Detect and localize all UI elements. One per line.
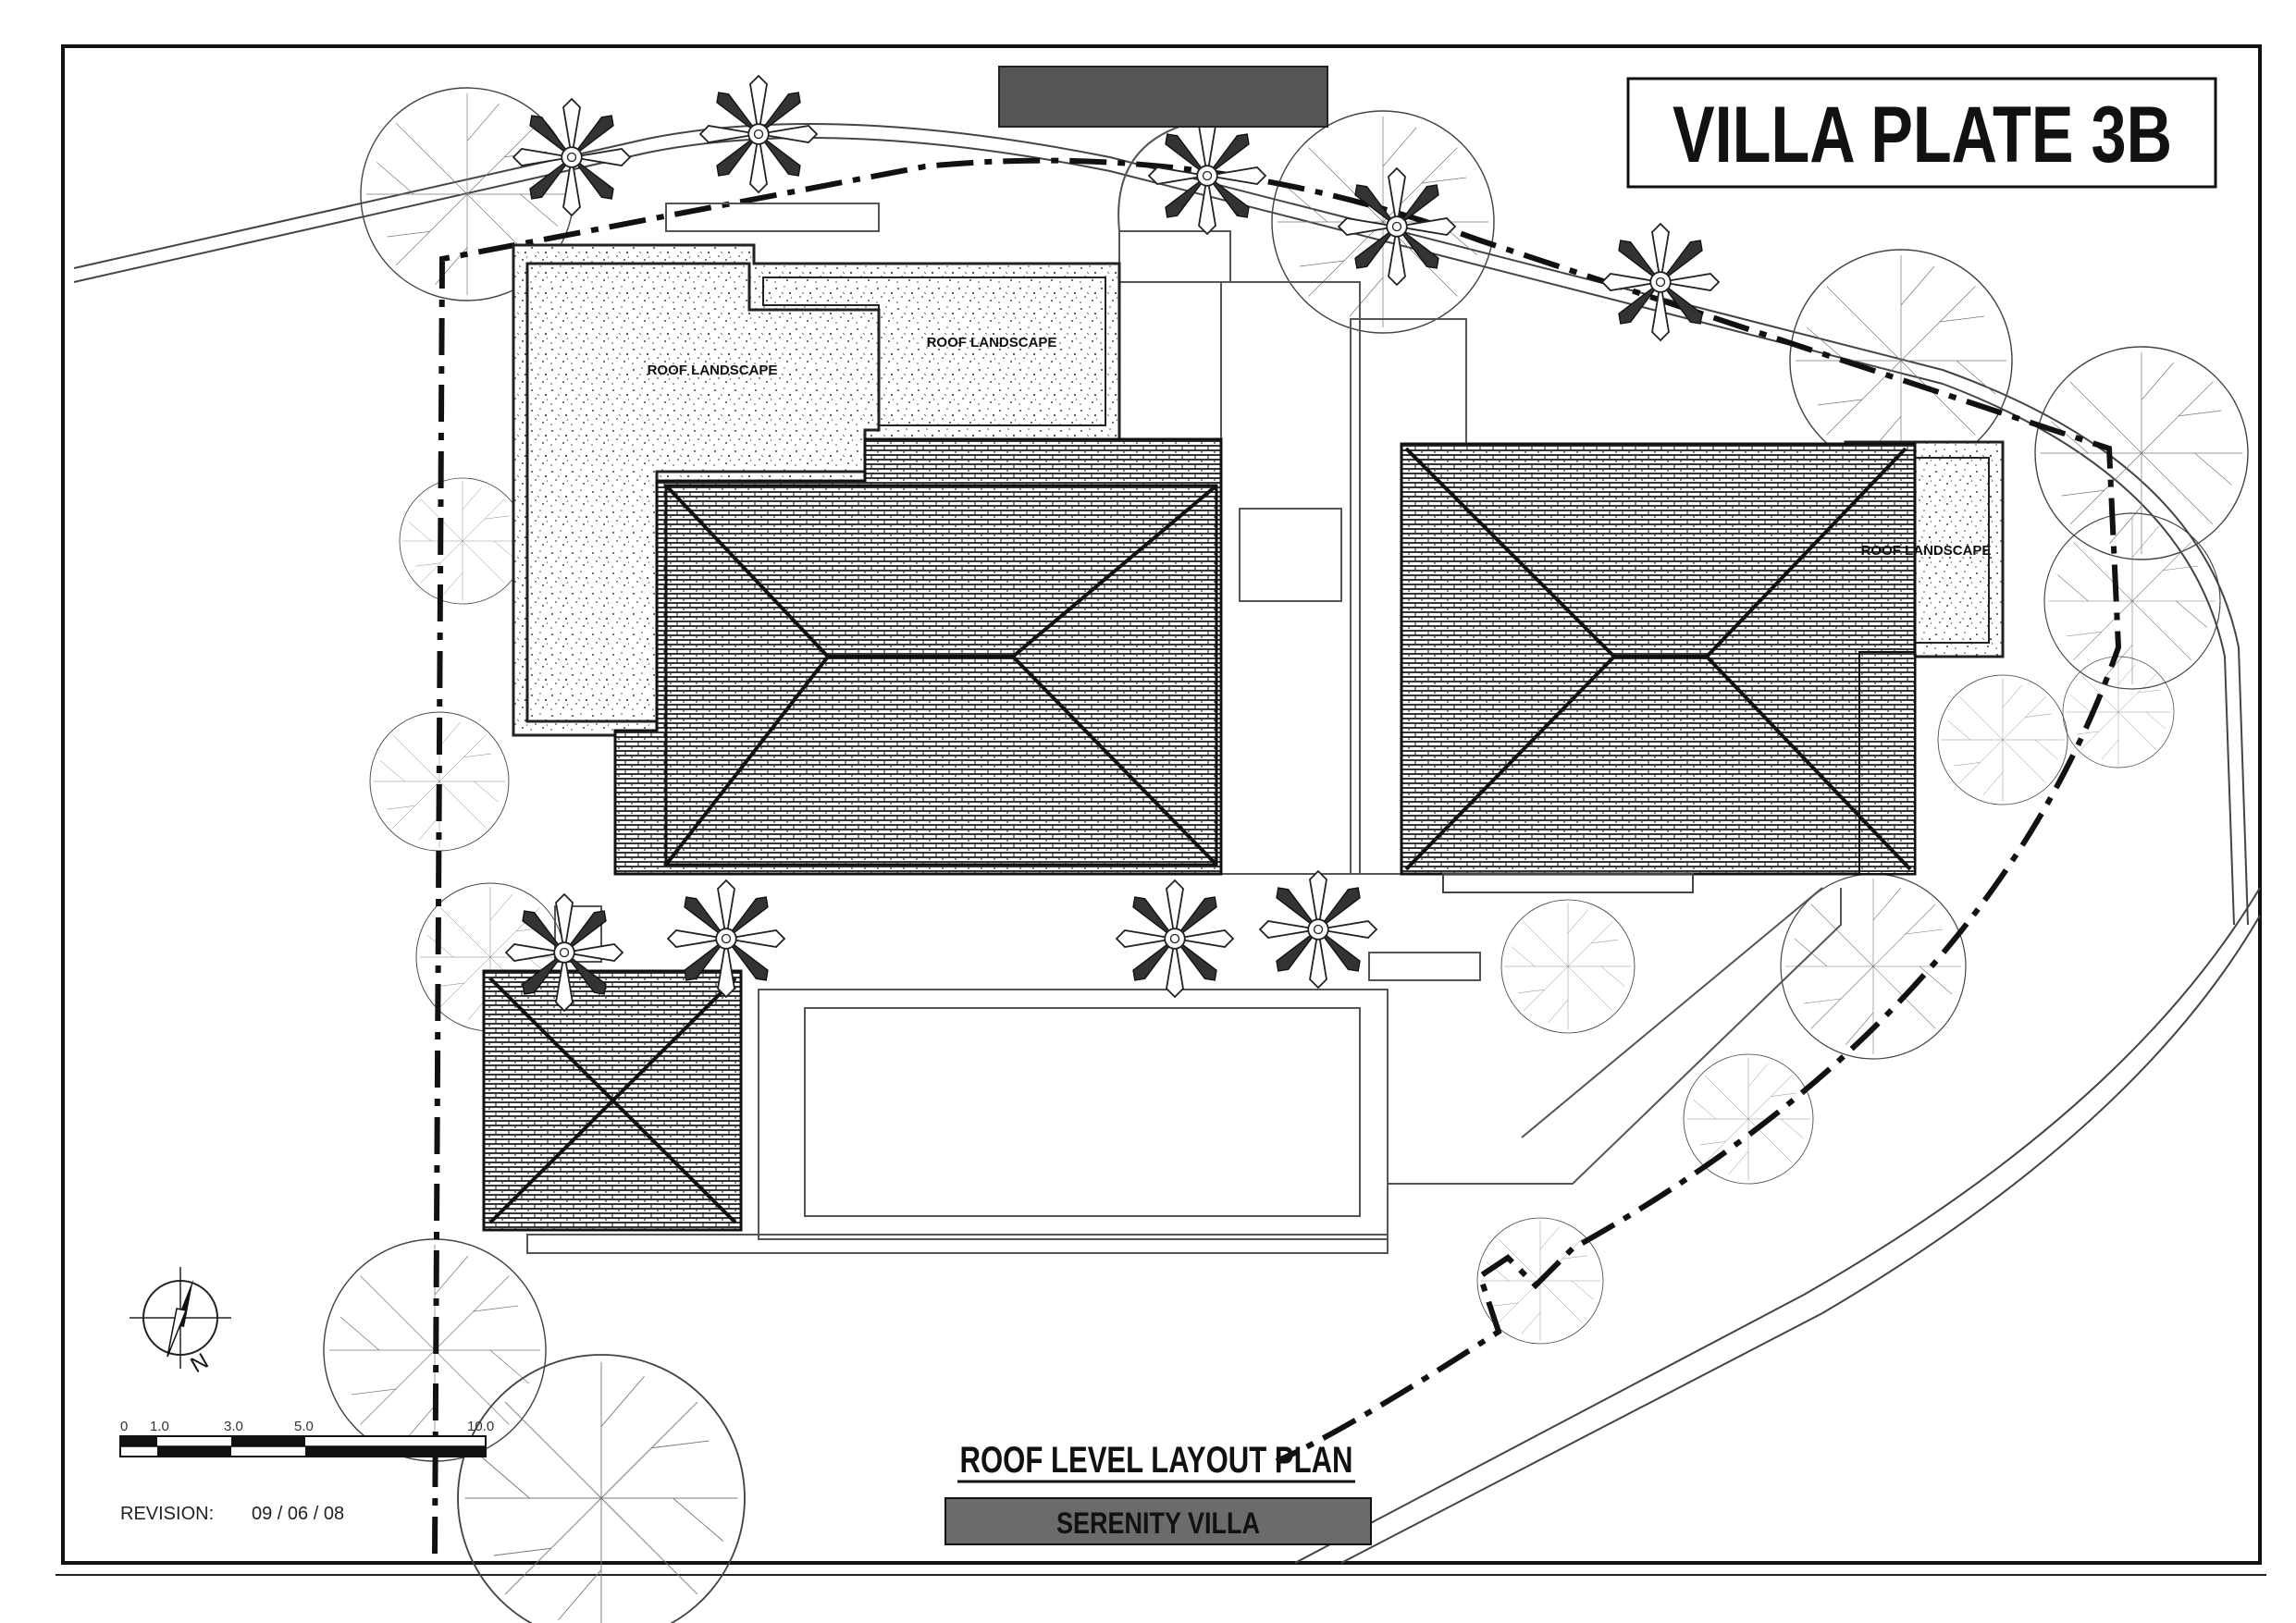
tree-icon <box>1683 1053 1814 1185</box>
palm-icon <box>1338 167 1456 286</box>
scale-tick-label: 5.0 <box>294 1419 314 1434</box>
roof-landscape-label: ROOF LANDSCAPE <box>1861 543 1992 559</box>
scale-bar-ticks: 0 1.0 3.0 5.0 10.0 <box>120 1419 494 1434</box>
plate-title-box <box>1626 77 2217 189</box>
palm-icon <box>1148 117 1266 235</box>
palm-icon <box>1259 870 1377 989</box>
tree-icon <box>1271 110 1495 334</box>
pavilion-roof <box>482 969 743 1232</box>
scale-tick-label: 3.0 <box>224 1419 243 1434</box>
site-boundary <box>432 157 2122 1555</box>
north-arrow-icon <box>130 1267 231 1369</box>
scale-tick-label: 0 <box>120 1419 128 1434</box>
scale-tick-label: 10.0 <box>467 1419 494 1434</box>
revision-date: 09 / 06 / 08 <box>252 1504 344 1524</box>
revision-label: REVISION: <box>120 1504 214 1524</box>
hip-roof-left <box>613 437 1223 876</box>
tree-icon <box>1937 674 2068 805</box>
project-name: SERENITY VILLA <box>1056 1506 1260 1540</box>
palm-icon <box>512 98 631 216</box>
tree-icon <box>457 1354 746 1623</box>
tree-icon <box>1500 899 1636 1034</box>
tree-icon <box>399 477 526 605</box>
tree-icon <box>2034 346 2249 560</box>
plate-title: VILLA PLATE 3B <box>1673 91 2172 179</box>
palm-icon <box>1116 879 1234 998</box>
palm-icon <box>699 75 818 193</box>
walkways <box>526 119 1842 1254</box>
top-banner <box>998 66 1328 128</box>
roof-landscape-label: ROOF LANDSCAPE <box>927 335 1057 350</box>
scale-bar <box>119 1435 487 1457</box>
drawing-frame <box>61 44 2262 1565</box>
tree-icon <box>1789 249 2013 473</box>
roof-landscape-label: ROOF LANDSCAPE <box>648 363 778 378</box>
project-banner <box>944 1497 1372 1545</box>
tree-icon <box>2062 656 2175 768</box>
plan-title: ROOF LEVEL LAYOUT PLAN <box>960 1440 1353 1481</box>
scale-tick-label: 1.0 <box>150 1419 169 1434</box>
hip-roof-right <box>1400 442 1917 893</box>
